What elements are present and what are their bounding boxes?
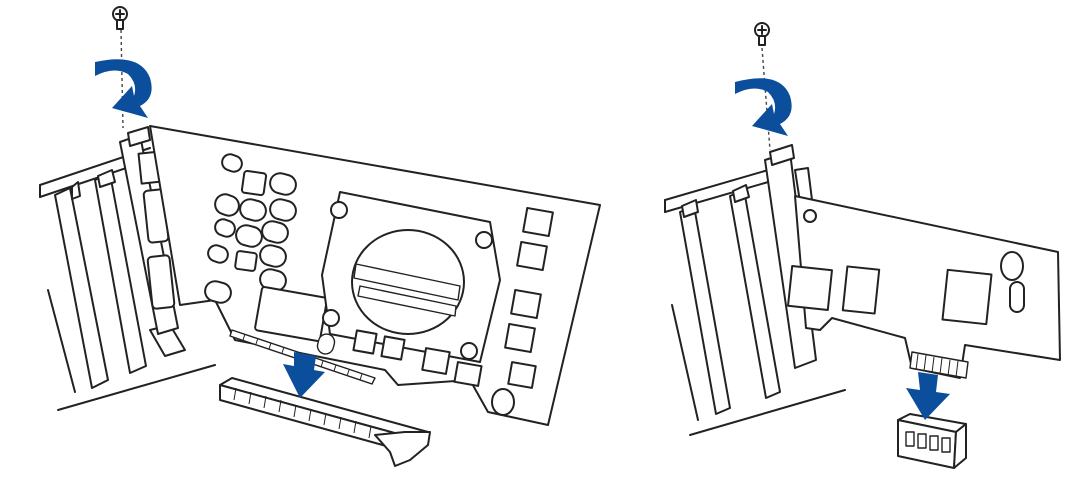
slot-bracket-4 bbox=[729, 189, 781, 399]
pcie-x1-slot bbox=[897, 413, 967, 469]
hdmi-port bbox=[146, 254, 176, 310]
capacitors bbox=[204, 153, 297, 304]
slot-bracket-3 bbox=[679, 205, 731, 415]
insert-arrow-icon bbox=[906, 372, 950, 420]
card-chip-1 bbox=[841, 265, 881, 315]
rotate-arrow-icon bbox=[735, 78, 792, 136]
card-controller-chip bbox=[941, 268, 993, 326]
pcie-card-bracket bbox=[764, 144, 817, 369]
card-port bbox=[787, 265, 833, 311]
slot-bracket-1 bbox=[54, 187, 109, 389]
chassis-right bbox=[664, 167, 846, 436]
left-panel-graphics-card bbox=[39, 6, 601, 467]
vrm-chips bbox=[352, 206, 554, 416]
gpu-cooler bbox=[321, 191, 501, 363]
screw-left bbox=[112, 6, 128, 129]
pcie-x1-contacts bbox=[909, 351, 969, 379]
chassis-left bbox=[39, 147, 216, 411]
rotate-arrow-icon bbox=[95, 59, 152, 118]
pcie-x16-slot bbox=[219, 377, 431, 467]
screw-right bbox=[754, 22, 771, 151]
insert-arrow-icon bbox=[283, 352, 325, 398]
right-panel-pcie-card bbox=[664, 22, 1061, 469]
